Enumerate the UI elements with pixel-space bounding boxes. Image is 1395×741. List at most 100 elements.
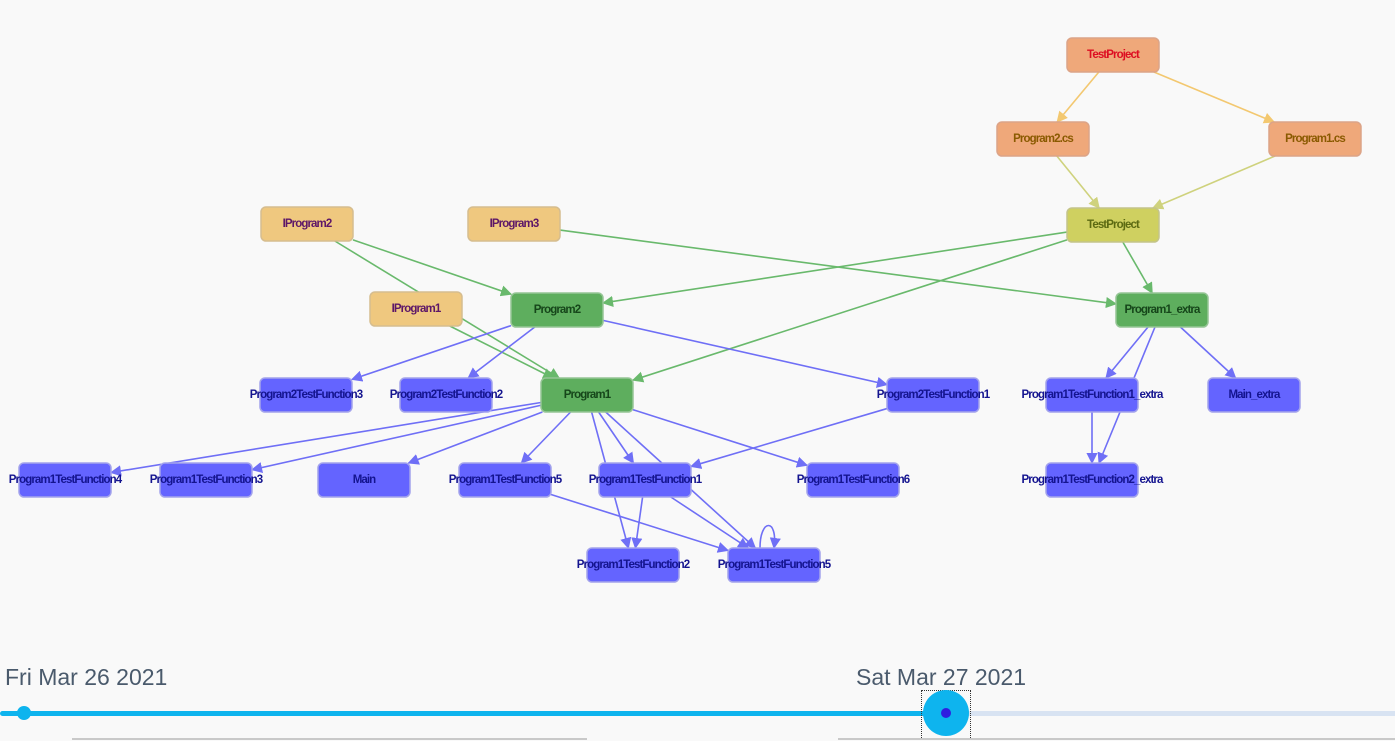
node-label-Program2: Program2: [534, 304, 581, 316]
node-box-IProgram1[interactable]: [369, 291, 463, 327]
edge-TestProjectAsm-to-Program1: [631, 239, 1068, 383]
node-label-P1TF2: Program1TestFunction2: [577, 559, 690, 571]
edge-Program1-to-P1TF1: [597, 411, 635, 464]
timeline-slider[interactable]: [0, 690, 1395, 740]
node-P2TF3[interactable]: Program2TestFunction3: [250, 377, 364, 413]
node-box-Program1[interactable]: [540, 377, 634, 413]
node-TestProjectRoot[interactable]: TestProject: [1066, 37, 1160, 73]
edge-P1TF5b-to-P1TF5b: [759, 524, 781, 550]
edge-Program2-to-P2TF3: [350, 324, 512, 382]
node-label-Main: Main: [353, 474, 376, 486]
node-MainExtra[interactable]: Main_extra: [1207, 377, 1301, 413]
node-P2TF1[interactable]: Program2TestFunction1: [877, 377, 992, 413]
node-box-P1TF5b[interactable]: [727, 547, 821, 583]
edge-TestProjectRoot-to-Program2cs: [1056, 71, 1100, 123]
node-P2TF2[interactable]: Program2TestFunction2: [390, 377, 504, 413]
node-P1TF2[interactable]: Program1TestFunction2: [577, 547, 691, 583]
node-P1TF1x[interactable]: Program1TestFunction1_extra: [1021, 377, 1165, 413]
node-box-P1TF4[interactable]: [18, 462, 112, 498]
node-Main[interactable]: Main: [317, 462, 411, 498]
node-box-P1TF2x[interactable]: [1045, 462, 1139, 498]
node-box-P1TF1x[interactable]: [1045, 377, 1139, 413]
node-box-P1TF3[interactable]: [159, 462, 253, 498]
node-P1TF5a[interactable]: Program1TestFunction5: [449, 462, 564, 498]
scrollbar-track: [838, 738, 1395, 740]
node-label-P1TF3: Program1TestFunction3: [150, 474, 263, 486]
node-label-P2TF1: Program2TestFunction1: [877, 389, 991, 401]
edge-P1TF5a-to-P1TF5b: [550, 493, 730, 553]
node-Program2cs[interactable]: Program2.cs: [996, 121, 1090, 157]
node-Program1[interactable]: Program1: [540, 377, 634, 413]
node-box-Program2[interactable]: [510, 292, 604, 328]
node-box-P2TF3[interactable]: [259, 377, 353, 413]
edge-Program2cs-to-TestProjectAsm: [1056, 155, 1100, 209]
edge-TestProjectAsm-to-Program1_extra: [1122, 241, 1153, 294]
node-box-Program1cs[interactable]: [1268, 121, 1362, 157]
node-P1TF5b[interactable]: Program1TestFunction5: [718, 547, 833, 583]
node-TestProjectAsm[interactable]: TestProject: [1066, 207, 1160, 243]
node-box-P1TF6[interactable]: [806, 462, 900, 498]
node-label-P1TF1: Program1TestFunction1: [589, 474, 703, 486]
node-label-TestProjectRoot: TestProject: [1087, 49, 1140, 61]
timeline-track-filled[interactable]: [0, 711, 946, 716]
node-label-P2TF2: Program2TestFunction2: [390, 389, 503, 401]
node-label-P1TF2x: Program1TestFunction2_extra: [1021, 474, 1164, 486]
node-box-Program2cs[interactable]: [996, 121, 1090, 157]
node-label-P1TF5a: Program1TestFunction5: [449, 474, 563, 486]
node-label-Program1_extra: Program1_extra: [1125, 304, 1201, 316]
node-label-P2TF3: Program2TestFunction3: [250, 389, 363, 401]
node-P1TF4[interactable]: Program1TestFunction4: [9, 462, 124, 498]
edge-Program2-to-P2TF2: [467, 326, 536, 379]
timeline-start-date: Fri Mar 26 2021: [5, 664, 168, 690]
node-box-P1TF1[interactable]: [598, 462, 692, 498]
node-Program1_extra[interactable]: Program1_extra: [1115, 292, 1209, 328]
edge-Program1-to-P1TF3: [250, 404, 542, 474]
node-label-P1TF5b: Program1TestFunction5: [718, 559, 832, 571]
node-IProgram3[interactable]: IProgram3: [467, 206, 561, 242]
edge-P2TF1-to-P1TF1: [689, 407, 888, 469]
node-IProgram2[interactable]: IProgram2: [260, 206, 354, 242]
edge-Program1_extra-to-P1TF1x: [1105, 326, 1149, 379]
node-label-Program2cs: Program2.cs: [1013, 133, 1073, 145]
node-box-IProgram3[interactable]: [467, 206, 561, 242]
node-label-IProgram1: IProgram1: [392, 303, 442, 315]
node-label-MainExtra: Main_extra: [1228, 389, 1281, 401]
node-box-P1TF5a[interactable]: [458, 462, 552, 498]
node-box-Main[interactable]: [317, 462, 411, 498]
node-box-P2TF2[interactable]: [399, 377, 493, 413]
edge-Program1-to-Main: [407, 411, 543, 465]
node-label-P1TF1x: Program1TestFunction1_extra: [1021, 389, 1164, 401]
node-label-Program1cs: Program1.cs: [1285, 133, 1345, 145]
node-Program1cs[interactable]: Program1.cs: [1268, 121, 1362, 157]
node-Program2[interactable]: Program2: [510, 292, 604, 328]
edge-TestProjectRoot-to-Program1cs: [1153, 71, 1276, 124]
timeline-thumb-center: [941, 708, 951, 718]
edge-P1TF1-to-P1TF5b: [670, 496, 750, 549]
edge-Program2-to-P2TF1: [602, 319, 889, 388]
node-box-IProgram2[interactable]: [260, 206, 354, 242]
edge-Program1-to-P1TF5a: [520, 411, 572, 464]
node-label-P1TF4: Program1TestFunction4: [9, 474, 123, 486]
node-P1TF3[interactable]: Program1TestFunction3: [150, 462, 264, 498]
node-P1TF6[interactable]: Program1TestFunction6: [797, 462, 911, 498]
node-box-MainExtra[interactable]: [1207, 377, 1301, 413]
node-P1TF2x[interactable]: Program1TestFunction2_extra: [1021, 462, 1165, 498]
node-box-Program1_extra[interactable]: [1115, 292, 1209, 328]
node-label-P1TF6: Program1TestFunction6: [797, 474, 910, 486]
node-P1TF1[interactable]: Program1TestFunction1: [589, 462, 704, 498]
node-IProgram1[interactable]: IProgram1: [369, 291, 463, 327]
node-box-TestProjectRoot[interactable]: [1066, 37, 1160, 73]
edge-Program1-to-P1TF4: [109, 401, 542, 477]
edge-Program1cs-to-TestProjectAsm: [1151, 155, 1276, 210]
edge-IProgram2-to-Program2: [352, 239, 513, 297]
node-box-P1TF2[interactable]: [586, 547, 680, 583]
timeline-track-remaining[interactable]: [946, 711, 1395, 716]
scrollbar-track: [72, 738, 587, 740]
node-label-TestProjectAsm: TestProject: [1087, 219, 1140, 231]
edge-TestProjectAsm-to-Program2: [601, 231, 1068, 307]
node-box-TestProjectAsm[interactable]: [1066, 207, 1160, 243]
edge-IProgram3-to-Program1_extra: [559, 229, 1118, 309]
node-box-P2TF1[interactable]: [886, 377, 980, 413]
